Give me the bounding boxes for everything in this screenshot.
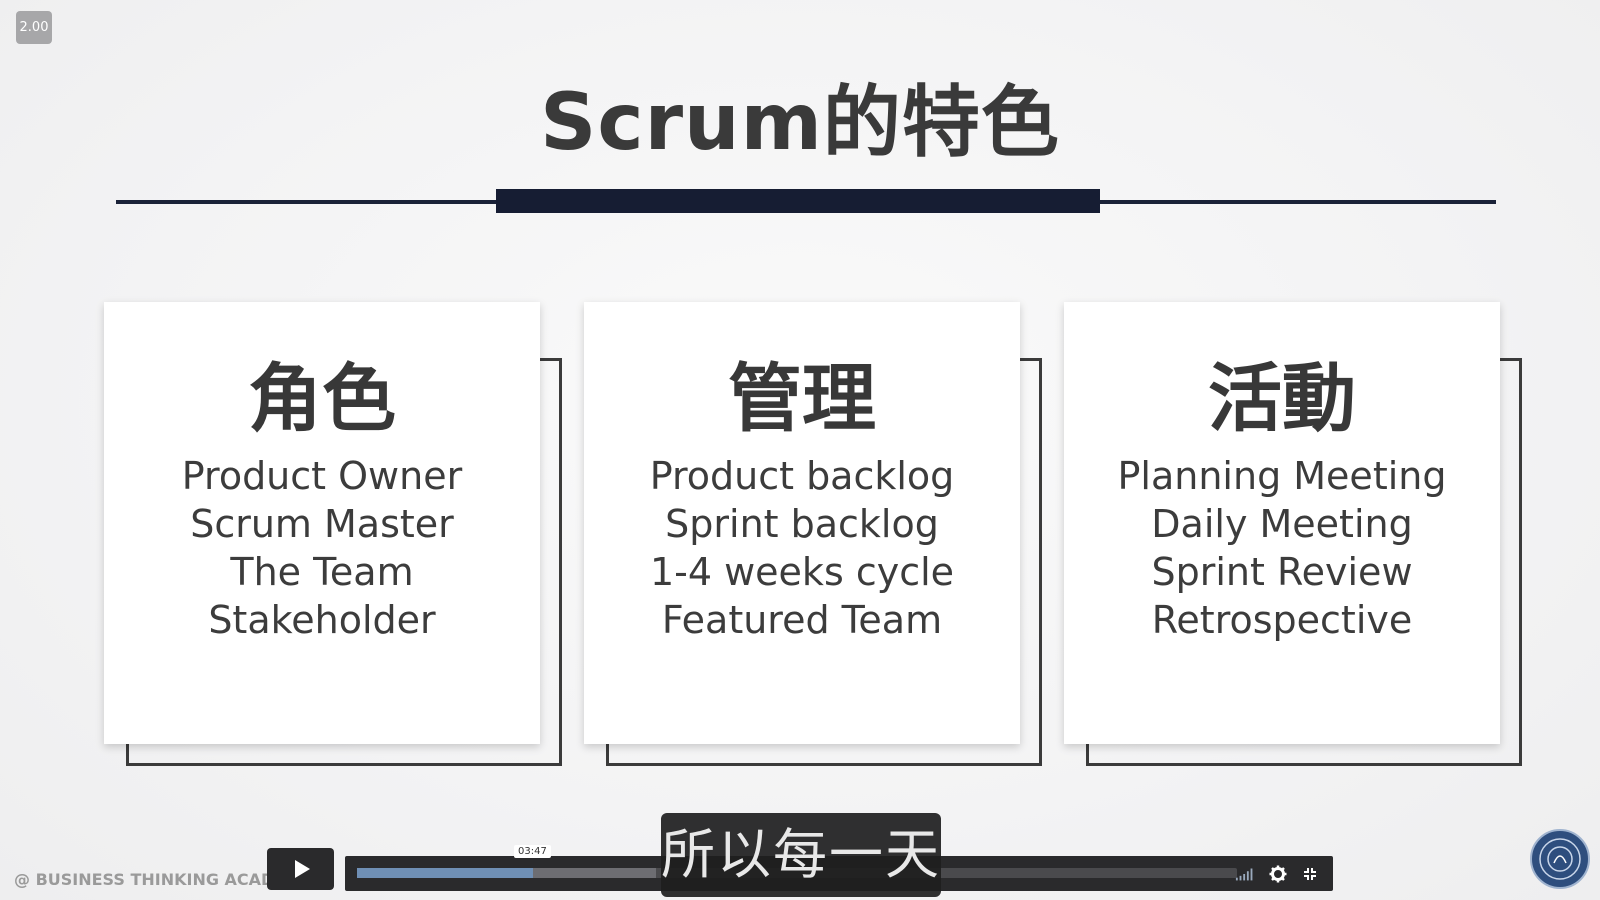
list-item: Retrospective	[1151, 598, 1413, 642]
subtitle-caption: 所以每一天	[661, 813, 941, 897]
card-management: 管理 Product backlog Sprint backlog 1-4 we…	[584, 302, 1042, 766]
list-item: Scrum Master	[190, 502, 454, 546]
card-roles: 角色 Product Owner Scrum Master The Team S…	[104, 302, 562, 766]
list-item: Product backlog	[649, 454, 955, 498]
list-item: Featured Team	[661, 598, 943, 642]
gear-icon[interactable]	[1267, 864, 1289, 884]
list-item: 1-4 weeks cycle	[649, 550, 955, 594]
card-panel: 活動 Planning Meeting Daily Meeting Sprint…	[1064, 302, 1500, 744]
watermark-text: @ BUSINESS THINKING ACADEMY	[14, 870, 313, 889]
list-item: The Team	[230, 550, 414, 594]
card-panel: 角色 Product Owner Scrum Master The Team S…	[104, 302, 540, 744]
card-activities: 活動 Planning Meeting Daily Meeting Sprint…	[1064, 302, 1522, 766]
card-heading: 管理	[728, 356, 876, 442]
title-divider-bar	[496, 189, 1100, 213]
list-item: Sprint backlog	[665, 502, 939, 546]
play-button[interactable]	[267, 848, 334, 890]
slide-title: Scrum的特色	[540, 78, 1060, 168]
card-item-list: Product backlog Sprint backlog 1-4 weeks…	[584, 452, 1020, 644]
playback-speed-badge[interactable]: 2.00	[16, 11, 52, 44]
list-item: Product Owner	[181, 454, 463, 498]
control-icons	[1235, 864, 1321, 884]
card-item-list: Product Owner Scrum Master The Team Stak…	[104, 452, 540, 644]
volume-icon[interactable]	[1235, 864, 1257, 884]
list-item: Stakeholder	[208, 598, 436, 642]
time-tooltip: 03:47	[514, 845, 551, 858]
logo-icon	[1530, 829, 1590, 889]
card-heading: 角色	[248, 356, 396, 442]
list-item: Planning Meeting	[1117, 454, 1447, 498]
card-panel: 管理 Product backlog Sprint backlog 1-4 we…	[584, 302, 1020, 744]
list-item: Sprint Review	[1151, 550, 1413, 594]
card-heading: 活動	[1208, 356, 1356, 442]
play-icon	[290, 859, 312, 879]
card-item-list: Planning Meeting Daily Meeting Sprint Re…	[1064, 452, 1500, 644]
list-item: Daily Meeting	[1151, 502, 1413, 546]
progress-fill	[357, 868, 533, 878]
fullscreen-icon[interactable]	[1299, 864, 1321, 884]
